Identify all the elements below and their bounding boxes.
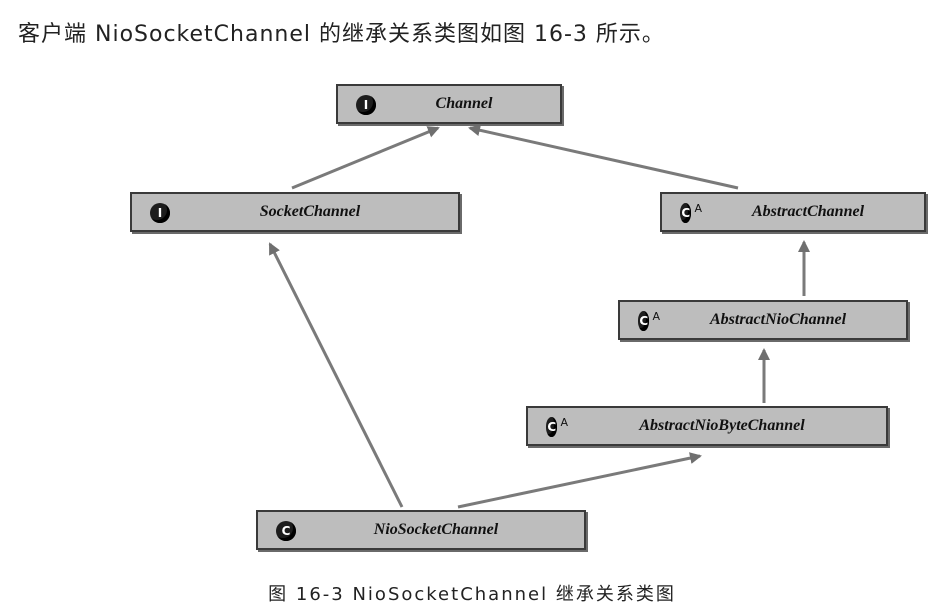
class-badge: C <box>638 311 650 331</box>
abstract-class-icon: C A <box>546 415 568 437</box>
interface-badge: I <box>356 95 376 115</box>
node-niosocketchannel[interactable]: C NioSocketChannel <box>256 510 586 550</box>
edge-socketchannel-to-channel <box>291 126 440 190</box>
node-abstractniobytechannel[interactable]: C A AbstractNioByteChannel <box>526 406 888 446</box>
node-label: AbstractChannel <box>751 203 865 220</box>
interface-badge: I <box>150 203 170 223</box>
node-label: SocketChannel <box>259 203 361 220</box>
class-badge: C <box>546 417 558 437</box>
edge-niosocketchannel-to-abstractniobytechannel <box>457 452 702 509</box>
abstract-class-icon: C A <box>680 201 702 223</box>
abstract-marker: A <box>652 309 660 323</box>
intro-text: 客户端 NioSocketChannel 的继承关系类图如图 16-3 所示。 <box>18 22 665 47</box>
edge-abstractchannel-to-channel <box>468 124 739 190</box>
node-label: AbstractNioChannel <box>709 311 847 328</box>
class-badge: C <box>276 521 296 541</box>
node-label: NioSocketChannel <box>373 521 499 538</box>
abstract-class-icon: C A <box>638 309 660 331</box>
interface-icon: I <box>150 203 172 223</box>
abstract-marker: A <box>560 415 568 429</box>
class-badge: C <box>680 203 692 223</box>
node-channel[interactable]: I Channel <box>336 84 562 124</box>
edge-niosocketchannel-to-socketchannel <box>268 242 404 508</box>
figure-caption: 图 16-3 NioSocketChannel 继承关系类图 <box>268 584 676 605</box>
node-label: AbstractNioByteChannel <box>639 417 805 434</box>
interface-icon: I <box>356 95 378 115</box>
abstract-marker: A <box>694 201 702 215</box>
class-icon: C <box>276 521 298 541</box>
node-abstractchannel[interactable]: C A AbstractChannel <box>660 192 926 232</box>
node-abstractniochannel[interactable]: C A AbstractNioChannel <box>618 300 908 340</box>
node-socketchannel[interactable]: I SocketChannel <box>130 192 460 232</box>
node-label: Channel <box>435 95 493 112</box>
